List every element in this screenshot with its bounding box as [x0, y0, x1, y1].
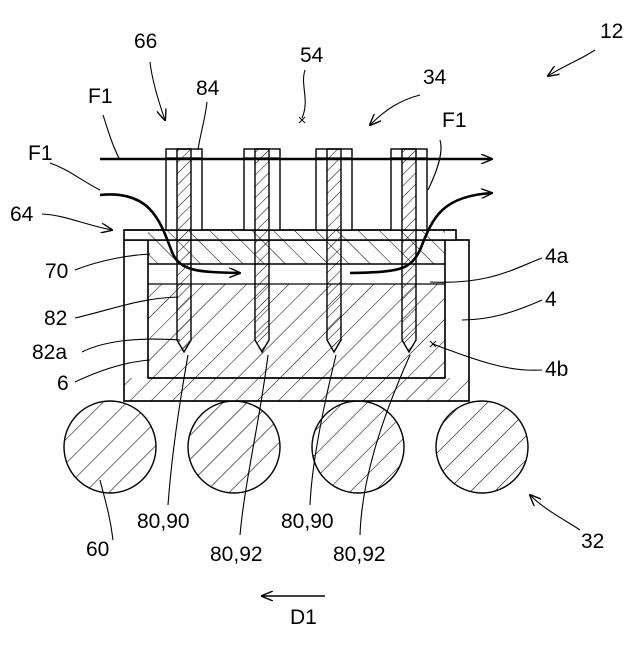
- label-f1-top: F1: [88, 85, 113, 108]
- label-64: 64: [10, 203, 34, 226]
- label-82: 82: [44, 307, 67, 330]
- solder-ball: [64, 401, 156, 493]
- label-82a: 82a: [32, 341, 67, 364]
- label-66: 66: [134, 30, 157, 53]
- label-80-90-right: 80,90: [281, 510, 334, 533]
- solder-ball: [188, 401, 280, 493]
- solder-ball: [436, 401, 528, 493]
- label-70: 70: [45, 260, 68, 283]
- label-84: 84: [196, 77, 220, 100]
- label-f1-left: F1: [28, 142, 53, 165]
- solder-ball: [312, 401, 404, 493]
- label-12: 12: [600, 20, 623, 43]
- label-6: 6: [57, 372, 69, 395]
- label-4: 4: [545, 288, 557, 311]
- label-f1-right: F1: [442, 109, 467, 132]
- label-80-92-right: 80,92: [333, 543, 386, 566]
- label-54: 54: [300, 44, 324, 67]
- housing-base: [124, 378, 469, 401]
- label-32: 32: [581, 530, 604, 553]
- label-4a: 4a: [545, 245, 569, 268]
- label-80-90-left: 80,90: [137, 510, 190, 533]
- label-d1: D1: [290, 606, 317, 629]
- label-60: 60: [86, 538, 109, 561]
- encapsulant-6: [148, 284, 445, 378]
- label-80-92-left: 80,92: [210, 543, 263, 566]
- label-34: 34: [423, 66, 447, 89]
- label-4b: 4b: [545, 358, 568, 381]
- solder-balls: [64, 401, 528, 493]
